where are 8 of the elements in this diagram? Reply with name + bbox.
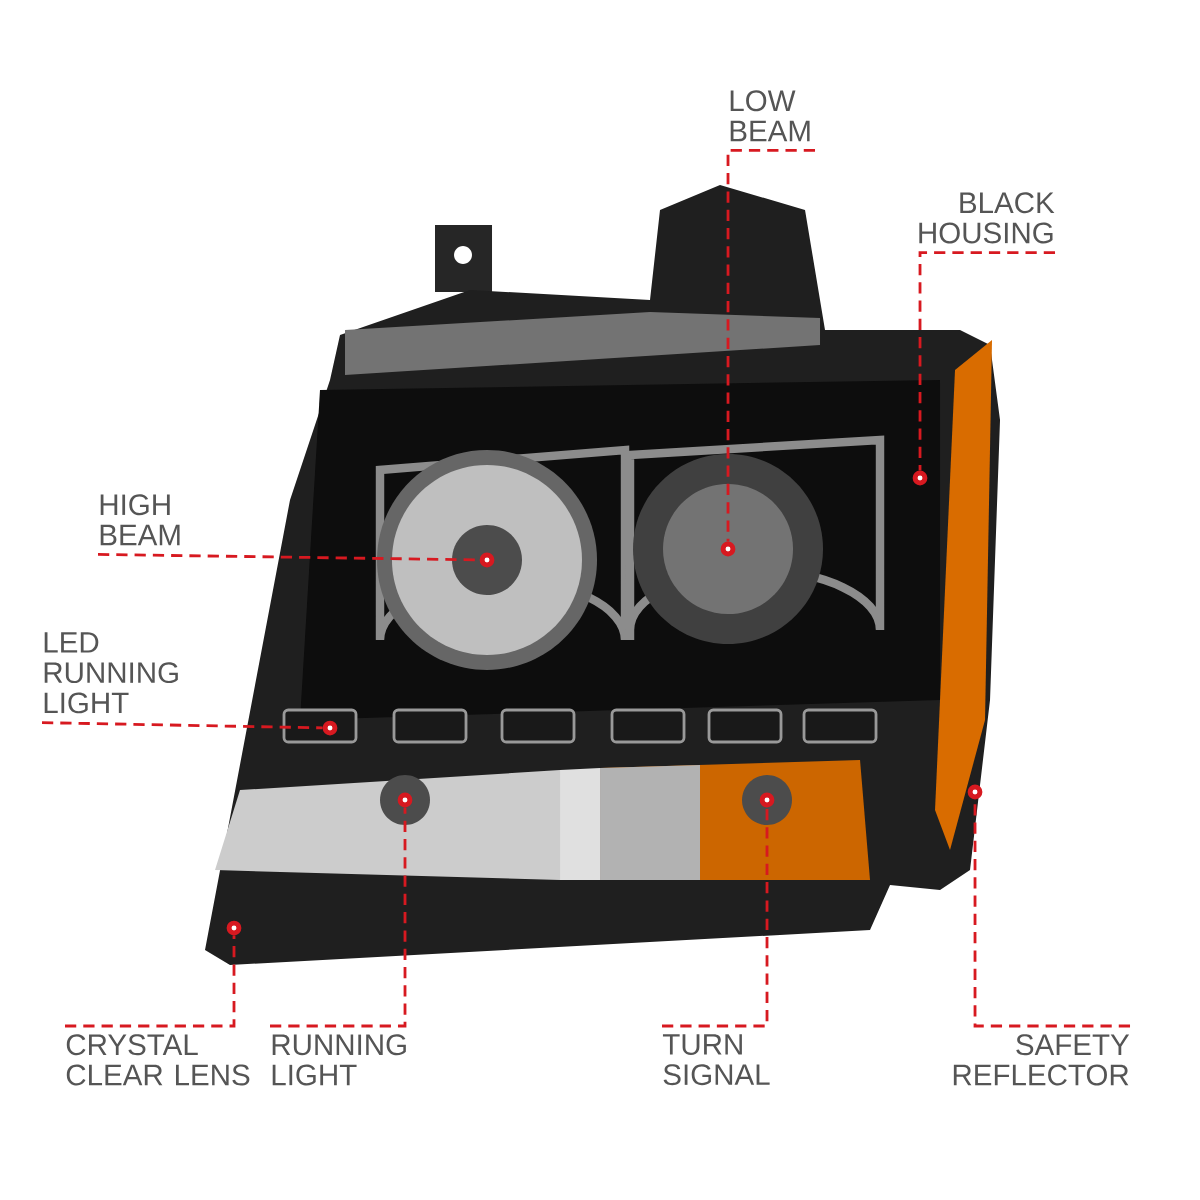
callout-label: LOW BEAM bbox=[730, 90, 810, 142]
callout-label: BLACK HOUSING bbox=[919, 192, 1055, 244]
callout-label: HIGH BEAM bbox=[100, 494, 180, 546]
callout-label: LED RUNNING LIGHT bbox=[44, 632, 178, 714]
callout-label: RUNNING LIGHT bbox=[272, 1034, 406, 1086]
callout-label: CRYSTAL CLEAR LENS bbox=[66, 1034, 250, 1086]
callout-label: SAFETY REFLECTOR bbox=[953, 1034, 1130, 1086]
callout-label: TURN SIGNAL bbox=[662, 1034, 770, 1086]
